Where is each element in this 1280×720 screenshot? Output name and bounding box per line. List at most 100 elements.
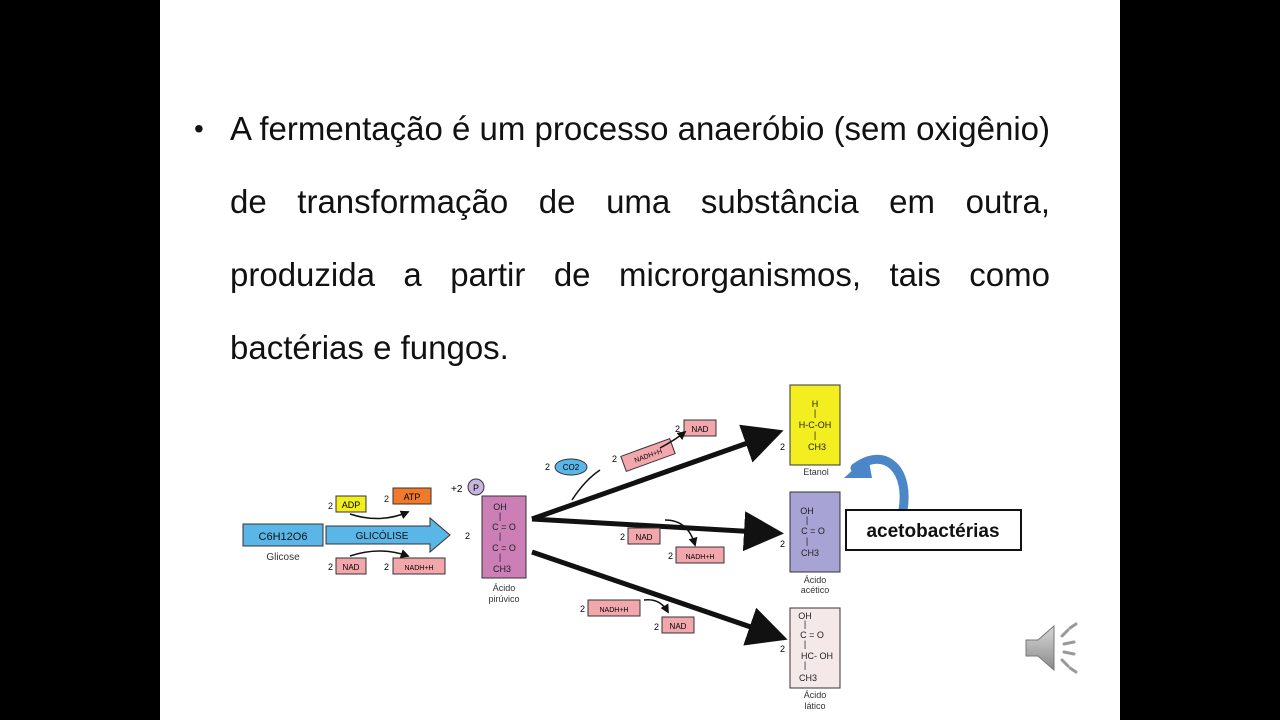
nad-top-label: NAD bbox=[692, 425, 709, 434]
svg-text:OH: OH bbox=[800, 506, 814, 516]
glucose-label: Glicose bbox=[266, 552, 300, 563]
svg-text:|: | bbox=[806, 515, 808, 525]
svg-text:H-C-OH: H-C-OH bbox=[799, 420, 832, 430]
lactic-box bbox=[789, 607, 841, 689]
glucose-formula: C6H12O6 bbox=[259, 531, 308, 543]
nadh-mid-coef: 2 bbox=[668, 551, 673, 561]
phosphate-circle bbox=[467, 478, 485, 496]
nad-nadh-mid-arrow bbox=[664, 519, 698, 547]
acetic-label-1: Ácido bbox=[804, 575, 827, 585]
acetic-box bbox=[789, 491, 841, 573]
nad-top-box bbox=[683, 419, 717, 437]
lactic-structure: OH | C = O | HC- OH | CH3 bbox=[798, 611, 833, 683]
acetobacteria-label: acetobactérias bbox=[866, 521, 999, 542]
svg-text:OH: OH bbox=[493, 502, 507, 512]
nadh-top-coef: 2 bbox=[612, 454, 617, 464]
svg-text:|: | bbox=[499, 511, 501, 521]
nad-top-coef: 2 bbox=[675, 424, 680, 434]
nadh-bot-label: NADH+H bbox=[600, 607, 629, 614]
bullet-dot: • bbox=[194, 113, 204, 144]
lactic-label-2: lático bbox=[804, 701, 825, 711]
svg-text:|: | bbox=[804, 660, 806, 670]
nad-nadh-arrow-1 bbox=[349, 549, 410, 558]
svg-text:CH3: CH3 bbox=[493, 564, 511, 574]
nadh-bot-box bbox=[587, 599, 641, 617]
pyruvic-label-1: Ácido bbox=[493, 583, 516, 593]
atp-box bbox=[392, 487, 432, 505]
nadh-mid-box bbox=[675, 546, 725, 564]
acetobacteria-box bbox=[845, 509, 1022, 551]
lactic-label-1: Ácido bbox=[804, 690, 827, 700]
nad1-box bbox=[335, 557, 367, 575]
nad-bot-coef: 2 bbox=[654, 622, 659, 632]
nad-bot-label: NAD bbox=[670, 622, 687, 631]
nad-mid-label: NAD bbox=[636, 533, 653, 542]
svg-text:H: H bbox=[812, 399, 819, 409]
svg-text:CH3: CH3 bbox=[799, 673, 817, 683]
atp-label: ATP bbox=[404, 492, 421, 502]
ethanol-coef: 2 bbox=[780, 442, 785, 452]
slide: • A fermentação é um processo anaeróbio … bbox=[160, 0, 1120, 720]
svg-text:|: | bbox=[814, 408, 816, 418]
svg-text:HC- OH: HC- OH bbox=[801, 651, 833, 661]
arrow-to-ethanol bbox=[531, 424, 784, 522]
co2-label: CO2 bbox=[563, 463, 580, 472]
nad1-label: NAD bbox=[343, 563, 360, 572]
nadh-bot-coef: 2 bbox=[580, 604, 585, 614]
pyruvic-box bbox=[481, 495, 527, 579]
svg-text:|: | bbox=[804, 639, 806, 649]
lactic-coef: 2 bbox=[780, 644, 785, 654]
glycolysis-arrow: GLICÓLISE bbox=[325, 516, 451, 554]
pyruvic-label-2: pirúvico bbox=[488, 594, 519, 604]
fermentation-diagram: C6H12O6 Glicose GLICÓLISE 2 ADP 2 ATP 2 … bbox=[242, 384, 1022, 711]
curved-blue-arrowhead bbox=[844, 456, 872, 478]
svg-text:CH3: CH3 bbox=[808, 442, 826, 452]
bullet-paragraph: • A fermentação é um processo anaeróbio … bbox=[194, 92, 1050, 384]
glycolysis-label: GLICÓLISE bbox=[356, 529, 409, 542]
co2-arrow bbox=[571, 469, 601, 501]
phosphate-label: P bbox=[473, 483, 479, 493]
glucose-group: C6H12O6 Glicose bbox=[242, 523, 324, 563]
svg-text:|: | bbox=[814, 430, 816, 440]
pyruvic-coef: 2 bbox=[465, 531, 470, 541]
svg-text:|: | bbox=[499, 552, 501, 562]
nadh-mid-label: NADH+H bbox=[686, 554, 715, 561]
co2-coef: 2 bbox=[545, 462, 550, 472]
svg-text:|: | bbox=[806, 536, 808, 546]
plus2-label: +2 bbox=[451, 484, 463, 495]
nadh-nad-bot-arrow bbox=[643, 599, 669, 614]
ethanol-structure: H | H-C-OH | CH3 bbox=[799, 399, 832, 452]
nad-mid-coef: 2 bbox=[620, 532, 625, 542]
adp-label: ADP bbox=[342, 500, 361, 510]
ethanol-label: Etanol bbox=[803, 467, 829, 477]
arrow-to-lactic bbox=[531, 549, 788, 646]
adp-coef: 2 bbox=[328, 501, 333, 511]
acetic-structure: OH | C = O | CH3 bbox=[800, 506, 825, 558]
speaker-icon[interactable] bbox=[1022, 616, 1086, 680]
svg-text:OH: OH bbox=[798, 611, 812, 621]
glucose-box bbox=[242, 523, 324, 547]
pyruvic-structure: OH | C = O | C = O | CH3 bbox=[492, 502, 516, 574]
svg-text:CH3: CH3 bbox=[801, 548, 819, 558]
svg-text:|: | bbox=[804, 619, 806, 629]
co2-bubble bbox=[554, 458, 588, 476]
arrow-to-acetic bbox=[531, 511, 784, 552]
nad-mid-box bbox=[627, 527, 661, 545]
bullet-text: A fermentação é um processo anaeróbio (s… bbox=[230, 110, 1050, 366]
acetic-label-2: acético bbox=[801, 585, 830, 595]
ethanol-box bbox=[789, 384, 841, 466]
adp-atp-arrow bbox=[349, 510, 410, 520]
svg-text:C = O: C = O bbox=[492, 543, 516, 553]
nadh1-box bbox=[392, 557, 446, 575]
nad-bot-box bbox=[661, 616, 695, 634]
adp-box bbox=[335, 495, 367, 513]
svg-text:C = O: C = O bbox=[800, 630, 824, 640]
svg-text:C = O: C = O bbox=[801, 526, 825, 536]
nad1-coef: 2 bbox=[328, 562, 333, 572]
svg-text:|: | bbox=[499, 531, 501, 541]
svg-text:C = O: C = O bbox=[492, 522, 516, 532]
atp-coef: 2 bbox=[384, 494, 389, 504]
nadh1-coef: 2 bbox=[384, 562, 389, 572]
nadh-nad-top-arrow bbox=[659, 430, 687, 449]
nadh1-label: NADH+H bbox=[405, 565, 434, 572]
